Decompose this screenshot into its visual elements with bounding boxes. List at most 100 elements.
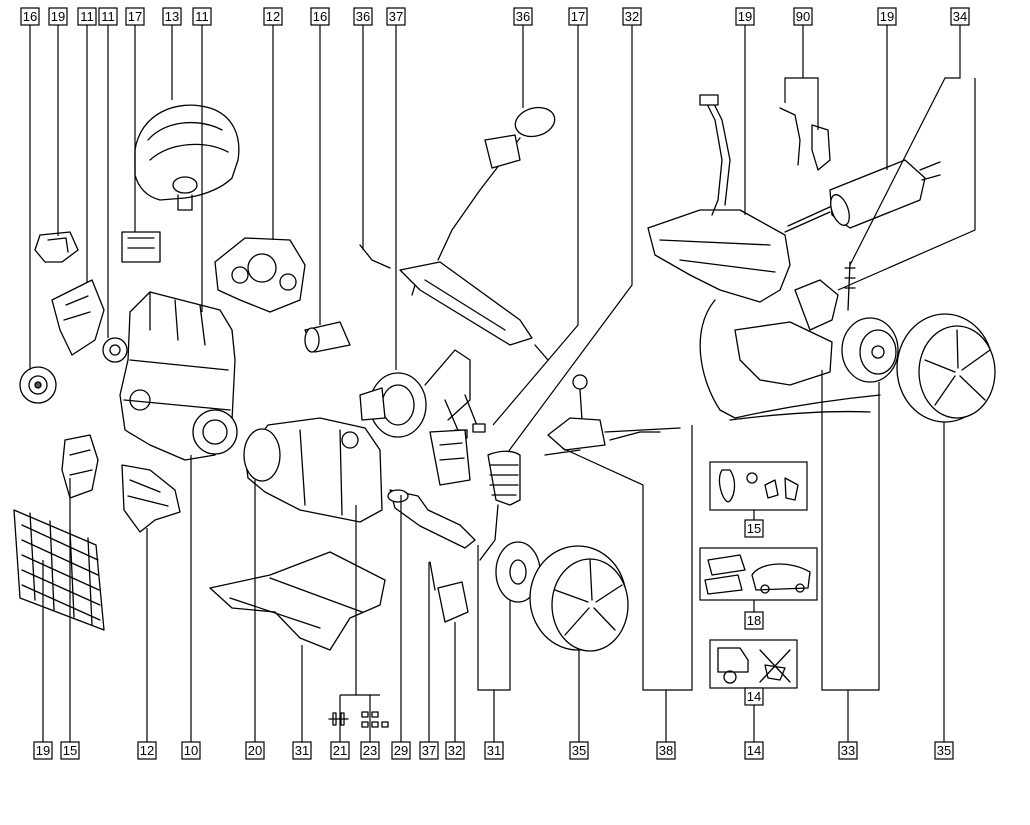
driveshaft-part xyxy=(387,489,476,549)
callout-top-11-text: 37 xyxy=(389,9,403,24)
inset-14-service-tools xyxy=(709,639,798,689)
callout-top-12: 36 xyxy=(513,7,533,26)
callout-bottom-4-text: 10 xyxy=(184,743,198,758)
callout-bottom-16-text: 33 xyxy=(841,743,855,758)
callout-top-12-text: 36 xyxy=(516,9,530,24)
callout-inset-3-text: 14 xyxy=(747,689,761,704)
fastener-kit-icon xyxy=(361,711,389,728)
callout-bottom-9-text: 29 xyxy=(394,743,408,758)
callout-bottom-13-text: 35 xyxy=(572,743,586,758)
callout-top-16: 90 xyxy=(793,7,813,26)
callout-top-3: 11 xyxy=(77,7,97,26)
callout-top-8: 12 xyxy=(263,7,283,26)
callout-top-14-text: 32 xyxy=(625,9,639,24)
brake-servo-part xyxy=(359,349,486,439)
callout-inset-2-text: 18 xyxy=(747,613,761,628)
callout-top-16-text: 90 xyxy=(796,9,810,24)
callout-bottom-1: 19 xyxy=(33,741,53,760)
callout-top-15-text: 19 xyxy=(738,9,752,24)
callout-top-11: 37 xyxy=(386,7,406,26)
sensor-block-part xyxy=(121,231,161,263)
heat-shield-part xyxy=(61,434,99,499)
callout-bottom-12-text: 31 xyxy=(487,743,501,758)
intake-manifold-part xyxy=(214,237,306,313)
callout-bottom-1-text: 19 xyxy=(36,743,50,758)
callout-bottom-17-text: 35 xyxy=(937,743,951,758)
callout-top-13-text: 17 xyxy=(571,9,585,24)
rear-wheel-part xyxy=(896,313,996,423)
fuel-tank-part xyxy=(647,94,791,303)
callout-bottom-17: 35 xyxy=(934,741,954,760)
callout-top-10-text: 36 xyxy=(356,9,370,24)
callout-bottom-2-text: 15 xyxy=(63,743,77,758)
gearbox-part xyxy=(243,417,383,523)
callout-bottom-10-text: 37 xyxy=(422,743,436,758)
callout-top-3-text: 11 xyxy=(80,9,94,24)
callout-top-17: 19 xyxy=(877,7,897,26)
callout-top-9-text: 16 xyxy=(313,9,327,24)
callout-top-4-text: 11 xyxy=(101,9,115,24)
callout-top-6-text: 13 xyxy=(165,9,179,24)
callout-bottom-16: 33 xyxy=(838,741,858,760)
callout-bottom-3-text: 12 xyxy=(140,743,154,758)
callout-bottom-11: 32 xyxy=(445,741,465,760)
radiator-part xyxy=(13,509,105,631)
callout-bottom-8-text: 23 xyxy=(363,743,377,758)
callout-bottom-15: 14 xyxy=(744,741,764,760)
callout-bottom-10: 37 xyxy=(419,741,439,760)
callout-bottom-6-text: 31 xyxy=(295,743,309,758)
inset-15-timing-kit xyxy=(709,461,808,520)
gear-shifter-part xyxy=(544,374,681,456)
callout-inset-2: 18 xyxy=(744,611,764,630)
brake-caliper-part xyxy=(429,561,469,623)
callout-top-2-text: 19 xyxy=(51,9,65,24)
callout-bottom-2: 15 xyxy=(60,741,80,760)
pulley-part xyxy=(102,337,128,363)
rear-drum-part xyxy=(841,317,899,383)
callout-top-1: 16 xyxy=(20,7,40,26)
handbrake-cable-part xyxy=(699,299,881,421)
callout-inset-3: 14 xyxy=(744,687,764,706)
callout-bottom-9: 29 xyxy=(391,741,411,760)
callout-top-15: 19 xyxy=(735,7,755,26)
callout-bottom-8: 23 xyxy=(360,741,380,760)
callout-top-8-text: 12 xyxy=(266,9,280,24)
callout-top-10: 36 xyxy=(353,7,373,26)
subframe-part xyxy=(209,551,386,651)
callout-bottom-6: 31 xyxy=(292,741,312,760)
callout-bottom-15-text: 14 xyxy=(747,743,761,758)
callout-top-6: 13 xyxy=(162,7,182,26)
rear-axle-beam-part xyxy=(734,261,856,386)
callout-top-14: 32 xyxy=(622,7,642,26)
alternator-part xyxy=(19,366,57,404)
callout-top-18: 34 xyxy=(950,7,970,26)
exhaust-silencer-part xyxy=(784,159,941,233)
wiring-sensor-part xyxy=(779,107,831,171)
callout-bottom-5-text: 20 xyxy=(248,743,262,758)
callout-top-5-text: 17 xyxy=(128,9,142,24)
callout-bottom-12: 31 xyxy=(484,741,504,760)
callout-top-13: 17 xyxy=(568,7,588,26)
callout-bottom-11-text: 32 xyxy=(448,743,462,758)
callout-bottom-5: 20 xyxy=(245,741,265,760)
callout-bottom-14: 38 xyxy=(656,741,676,760)
callout-inset-1-text: 15 xyxy=(747,521,761,536)
callout-bottom-7-text: 21 xyxy=(333,743,347,758)
callout-bottom-14-text: 38 xyxy=(659,743,673,758)
bracket-19-part xyxy=(34,231,79,263)
callout-top-5: 17 xyxy=(125,7,145,26)
callout-bottom-3: 12 xyxy=(137,741,157,760)
inset-18-body-panels xyxy=(699,547,818,612)
callout-top-9: 16 xyxy=(310,7,330,26)
bolt-set-icon xyxy=(328,712,349,726)
exhaust-manifold-part xyxy=(121,464,181,533)
callout-top-17-text: 19 xyxy=(880,9,894,24)
starter-motor-part xyxy=(304,321,351,353)
steering-column-part xyxy=(359,106,556,361)
callout-top-2: 19 xyxy=(48,7,68,26)
front-wheel-part xyxy=(529,545,629,652)
callout-bottom-7: 21 xyxy=(330,741,350,760)
suspension-strut-part xyxy=(479,450,541,603)
